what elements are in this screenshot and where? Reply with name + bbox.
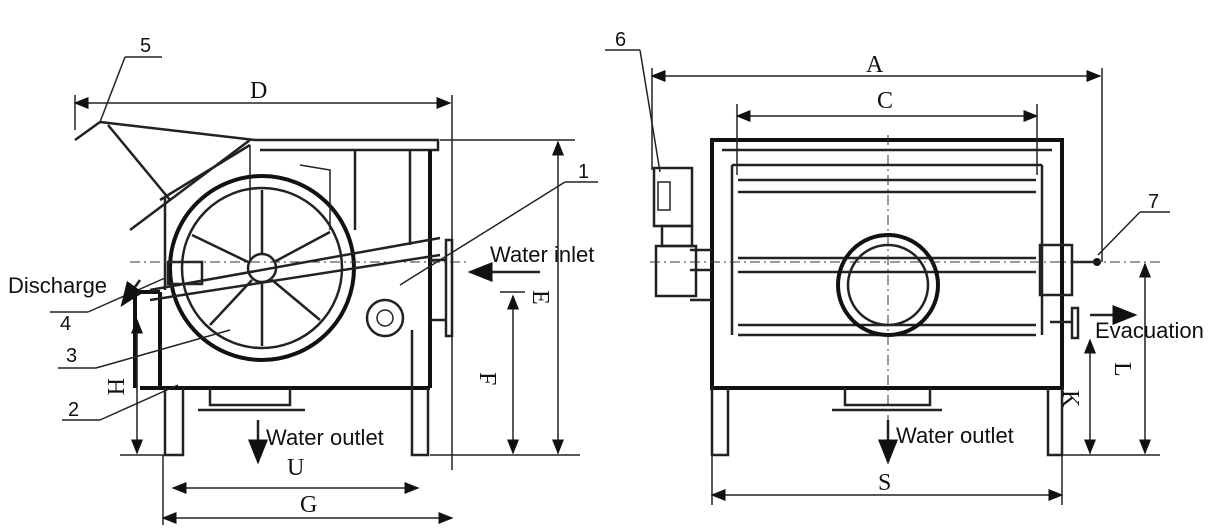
dimension-G: G bbox=[161, 455, 454, 525]
part-number-2: 2 bbox=[68, 399, 79, 421]
drum-outline bbox=[738, 178, 1036, 337]
dimension-U: U bbox=[171, 455, 420, 494]
discharge-label: Discharge bbox=[8, 273, 107, 298]
part-number-6: 6 bbox=[615, 29, 626, 51]
water-outlet-right-label: Water outlet bbox=[896, 423, 1014, 448]
tank-body bbox=[133, 150, 432, 390]
dimension-S: S bbox=[710, 455, 1064, 505]
side-view: D E F H U G bbox=[8, 35, 598, 525]
leader-2 bbox=[62, 384, 179, 421]
leader-6 bbox=[605, 49, 661, 173]
leader-7 bbox=[1097, 211, 1170, 256]
evacuation-label: Evacuation bbox=[1095, 318, 1204, 343]
part-number-7: 7 bbox=[1148, 191, 1159, 213]
leader-3 bbox=[58, 329, 231, 369]
leader-5 bbox=[99, 56, 162, 123]
evacuation-flange bbox=[1050, 306, 1080, 340]
front-left-leg bbox=[710, 388, 730, 457]
dimension-A: A bbox=[650, 52, 1103, 262]
water-inlet-label: Water inlet bbox=[490, 242, 594, 267]
dimension-K: K bbox=[1057, 338, 1160, 456]
dim-E-label: E bbox=[527, 290, 553, 305]
side-frame bbox=[159, 143, 412, 290]
front-outlet-flange bbox=[832, 388, 942, 412]
water-outlet-left-label: Water outlet bbox=[266, 425, 384, 450]
dim-A-label: A bbox=[866, 52, 884, 78]
dimension-L: L bbox=[1109, 262, 1151, 455]
top-cover bbox=[99, 120, 440, 152]
drum-wheel bbox=[168, 174, 356, 362]
front-view: A C S K L 6 7 bbox=[605, 29, 1204, 505]
drive-bracket bbox=[249, 145, 331, 260]
front-right-leg bbox=[1046, 388, 1064, 457]
part-number-3: 3 bbox=[66, 345, 77, 367]
left-leg bbox=[163, 388, 185, 457]
dim-L-label: L bbox=[1109, 362, 1135, 377]
motor bbox=[652, 166, 712, 302]
inner-top bbox=[722, 148, 1052, 335]
outlet-flange bbox=[198, 388, 305, 412]
dim-C-label: C bbox=[877, 88, 893, 114]
scraper-bar bbox=[149, 236, 441, 302]
dim-S-label: S bbox=[878, 470, 891, 496]
drive-end bbox=[1038, 243, 1101, 297]
discharge-chute bbox=[74, 120, 251, 231]
part-number-5: 5 bbox=[140, 35, 151, 57]
dim-D-label: D bbox=[250, 78, 267, 104]
dimension-D: D bbox=[73, 78, 453, 470]
dim-H-label: H bbox=[102, 378, 128, 395]
part-number-1: 1 bbox=[578, 161, 589, 183]
front-frame bbox=[710, 138, 1064, 390]
dimension-H: H bbox=[102, 318, 170, 456]
dimension-F: F bbox=[430, 291, 580, 456]
discharge-arrow bbox=[120, 279, 144, 308]
dim-F-label: F bbox=[474, 372, 500, 385]
dimension-E: E bbox=[440, 139, 575, 455]
dim-U-label: U bbox=[287, 455, 304, 481]
drain-flange-side bbox=[365, 298, 405, 338]
dim-K-label: K bbox=[1057, 390, 1083, 408]
part-number-4: 4 bbox=[60, 313, 71, 335]
leader-1 bbox=[399, 181, 598, 286]
dimension-C: C bbox=[735, 88, 1039, 175]
dim-G-label: G bbox=[300, 492, 317, 518]
right-leg bbox=[410, 330, 430, 457]
